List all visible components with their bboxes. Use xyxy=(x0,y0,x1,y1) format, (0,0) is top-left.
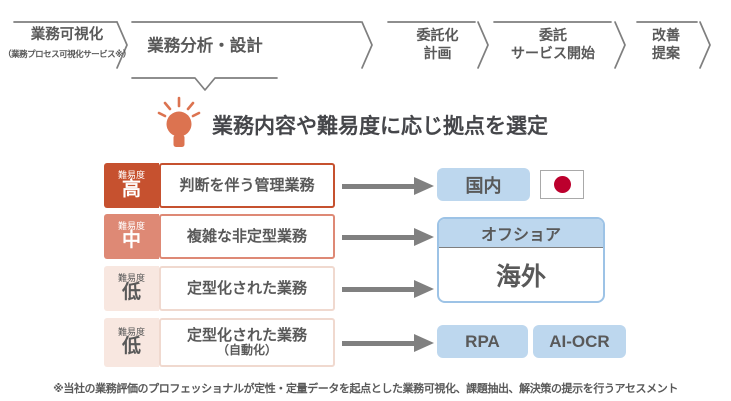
task-box-high: 判断を伴う管理業務 xyxy=(159,163,335,208)
chevron-separator-1 xyxy=(116,21,128,69)
footnote-text: ※当社の業務評価のプロフェッショナルが定性・定量データを起点とした業務可視化、課… xyxy=(53,383,678,395)
destination-domestic: 国内 xyxy=(437,168,530,201)
difficulty-caption: 難易度 xyxy=(117,169,145,180)
chevron-separator-4 xyxy=(614,21,626,69)
arrow-row-low-1 xyxy=(342,280,434,298)
destination-ai-ocr: AI-OCR xyxy=(533,325,626,358)
task-label: 判断を伴う管理業務 xyxy=(179,176,315,194)
process-step-5-title-line2: 提案 xyxy=(652,45,680,61)
chevron-separator-5 xyxy=(699,21,711,69)
difficulty-caption: 難易度 xyxy=(117,272,145,283)
difficulty-row-medium: 難易度 中 複雑な非定型業務 xyxy=(104,214,335,259)
difficulty-caption: 難易度 xyxy=(117,326,145,337)
process-step-1-subtitle: （業務プロセス可視化サービス※） xyxy=(3,49,131,59)
japan-flag-icon xyxy=(540,170,584,199)
chevron-separator-2 xyxy=(361,21,373,69)
difficulty-row-high: 難易度 高 判断を伴う管理業務 xyxy=(104,163,335,208)
headline-text: 業務内容や難易度に応じ拠点を選定 xyxy=(212,115,548,138)
difficulty-badge-low: 難易度 低 xyxy=(104,266,159,311)
task-box-low-1: 定型化された業務 xyxy=(159,266,335,311)
chevron-separator-3 xyxy=(477,21,489,69)
difficulty-level: 低 xyxy=(121,282,141,304)
arrow-row-medium xyxy=(342,228,434,246)
difficulty-row-low-1: 難易度 低 定型化された業務 xyxy=(104,266,335,311)
arrow-row-high xyxy=(342,177,434,195)
difficulty-level: 高 xyxy=(121,179,141,201)
difficulty-row-low-2: 難易度 低 定型化された業務 （自動化） xyxy=(104,318,335,367)
destination-offshore-box: オフショア 海外 xyxy=(437,217,605,303)
offshore-body-label: 海外 xyxy=(495,263,546,291)
process-step-3-title-line1: 委託化 xyxy=(416,27,459,43)
difficulty-badge-medium: 難易度 中 xyxy=(104,214,159,259)
process-step-1-title: 業務可視化 xyxy=(30,27,104,43)
process-step-3-title-line2: 計画 xyxy=(423,45,452,61)
difficulty-level: 中 xyxy=(121,230,141,252)
process-step-4-title-line2: サービス開始 xyxy=(511,45,595,61)
process-step-4-title-line1: 委託 xyxy=(539,27,567,43)
difficulty-level: 低 xyxy=(121,336,141,358)
task-label: 定型化された業務 xyxy=(186,326,307,344)
offshore-header: オフショア xyxy=(439,219,603,248)
process-bar-lines xyxy=(13,21,711,91)
task-box-low-2: 定型化された業務 （自動化） xyxy=(159,318,335,367)
task-note: （自動化） xyxy=(216,343,277,358)
step2-bottom-pointer-line xyxy=(131,77,278,91)
process-step-2-title: 業務分析・設計 xyxy=(147,37,263,55)
arrow-row-low-2 xyxy=(342,334,434,352)
task-label: 定型化された業務 xyxy=(186,279,307,297)
task-box-medium: 複雑な非定型業務 xyxy=(159,214,335,259)
difficulty-caption: 難易度 xyxy=(117,220,145,231)
difficulty-badge-high: 難易度 高 xyxy=(104,163,159,208)
difficulty-badge-low: 難易度 低 xyxy=(104,318,159,367)
task-label: 複雑な非定型業務 xyxy=(186,227,307,245)
lightbulb-icon xyxy=(157,96,201,147)
process-step-5-title-line1: 改善 xyxy=(652,27,680,43)
destination-rpa: RPA xyxy=(437,325,528,358)
